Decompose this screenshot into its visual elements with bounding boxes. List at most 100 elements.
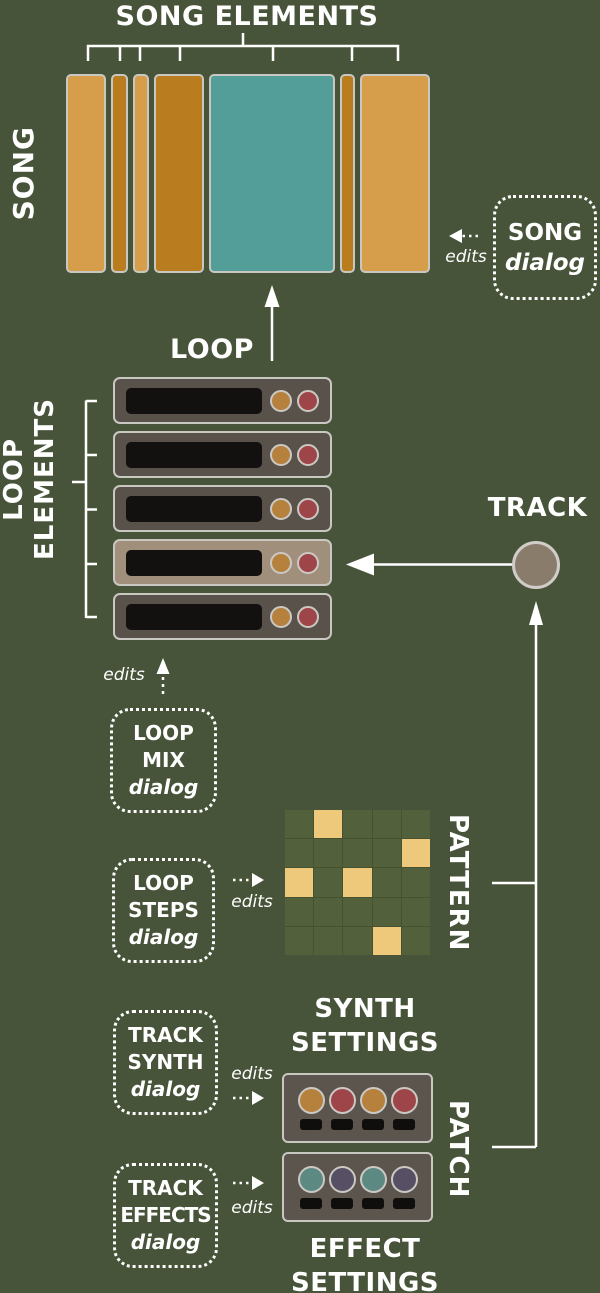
pattern-side-label: PATTERN (443, 813, 473, 952)
knob-orange (270, 605, 292, 628)
knob-purple (390, 1165, 418, 1193)
song-elements-bracket (86, 33, 400, 61)
knob-red (297, 605, 319, 628)
knob-orange (270, 443, 292, 466)
track-effects-edits-label: edits (231, 1198, 273, 1218)
knob-red (297, 497, 319, 520)
song-dialog-line1: SONG (507, 219, 583, 246)
knob-teal (297, 1165, 325, 1193)
slider-rect (331, 1118, 353, 1130)
loop-mix-dialog-line2: MIX (142, 748, 185, 772)
knob-red (297, 443, 319, 466)
loop-row-bar (126, 441, 262, 468)
pattern-cell-active (314, 810, 343, 839)
effect-settings-title-line2: SETTINGS (290, 1268, 440, 1293)
knob-orange (297, 1086, 325, 1114)
patch-side-label: PATCH (443, 1099, 473, 1199)
knob-red (390, 1086, 418, 1114)
synth-settings-box (282, 1073, 433, 1143)
loop-elements-label-line1: LOOP (0, 437, 29, 521)
pattern-cell (372, 897, 401, 926)
loop-row-1 (113, 377, 332, 424)
song-block-1-light (66, 74, 106, 273)
track-synth-dialog-line1: TRACK (128, 1023, 203, 1047)
loop-row-bar (126, 603, 262, 630)
loop-row-3 (113, 485, 332, 532)
slider-rect (362, 1118, 384, 1130)
loop-steps-dialog-node: LOOP STEPS dialog (112, 858, 215, 963)
synth-settings-title-line1: SYNTH (314, 994, 416, 1024)
song-dialog-line2: dialog (504, 249, 586, 276)
track-effects-dialog-line2: EFFECTS (120, 1203, 211, 1227)
song-block-5-teal (209, 74, 335, 273)
loop-elements-side-label-wrap: LOOP ELEMENTS (0, 398, 60, 560)
loop-elements-bracket (72, 399, 97, 619)
song-blocks (66, 74, 430, 273)
track-synth-edits-label: edits (231, 1064, 273, 1084)
song-block-6-dark (340, 74, 355, 273)
synth-slider-row (300, 1118, 415, 1130)
pattern-cell (343, 897, 372, 926)
loop-title: LOOP (170, 334, 254, 365)
knob-orange (359, 1086, 387, 1114)
track-synth-dialog-line2: SYNTH (127, 1050, 204, 1074)
song-block-2-dark (111, 74, 128, 273)
pattern-cell (314, 926, 343, 955)
song-side-label-wrap: SONG (0, 74, 46, 273)
song-side-label: SONG (6, 126, 40, 221)
effect-slider-row (300, 1197, 415, 1209)
track-effects-dialog-line3: dialog (130, 1230, 201, 1254)
pattern-cell (285, 926, 314, 955)
loop-row-4-highlighted (113, 539, 332, 586)
loop-mix-edits-label: edits (103, 665, 145, 685)
song-dialog-node: SONG dialog (493, 195, 597, 300)
song-edits-label: edits (445, 247, 487, 267)
pattern-side-label-wrap: PATTERN (440, 810, 476, 955)
loop-row-bar (126, 549, 262, 576)
pattern-cell (343, 839, 372, 868)
loop-steps-edits-arrowhead-icon (252, 873, 264, 887)
slider-rect (331, 1197, 353, 1209)
knob-red (297, 551, 319, 574)
song-block-4-dark (154, 74, 204, 273)
song-block-7-light (360, 74, 430, 273)
pattern-cell (401, 926, 430, 955)
slider-rect (393, 1118, 415, 1130)
effect-settings-title-line1: EFFECT (309, 1234, 421, 1264)
loop-steps-dialog-line2: STEPS (128, 898, 199, 922)
pattern-cell (343, 926, 372, 955)
track-synth-edits-arrowhead-icon (252, 1091, 264, 1105)
track-node-circle (512, 541, 560, 589)
song-block-3-light (133, 74, 149, 273)
pattern-cell (401, 810, 430, 839)
pattern-cell (401, 868, 430, 897)
track-to-loop-row-arrowhead-icon (346, 553, 374, 576)
synth-settings-title-line2: SETTINGS (290, 1028, 440, 1058)
loop-steps-dialog-line1: LOOP (133, 871, 194, 895)
pattern-cell-active (343, 868, 372, 897)
patch-side-label-wrap: PATCH (440, 1094, 476, 1204)
pattern-cell (401, 897, 430, 926)
pattern-cell (285, 839, 314, 868)
pattern-cell-active (285, 868, 314, 897)
knob-red (328, 1086, 356, 1114)
to-track-arrowhead-icon (529, 601, 543, 625)
loop-rows (113, 377, 332, 647)
loop-row-2 (113, 431, 332, 478)
pattern-cell (343, 810, 372, 839)
pattern-cell (372, 810, 401, 839)
pattern-cell (285, 810, 314, 839)
track-title: TRACK (487, 493, 588, 523)
track-effects-dialog-line1: TRACK (128, 1176, 203, 1200)
slider-rect (393, 1197, 415, 1209)
pattern-cell (314, 897, 343, 926)
loop-mix-dialog-line3: dialog (128, 775, 199, 799)
knob-orange (270, 551, 292, 574)
track-effects-edits-arrowhead-icon (252, 1176, 264, 1190)
slider-rect (300, 1118, 322, 1130)
pattern-patch-to-track-connector (492, 624, 538, 1149)
loop-steps-dialog-line3: dialog (128, 925, 199, 949)
pattern-grid (285, 810, 430, 955)
slider-rect (300, 1197, 322, 1209)
